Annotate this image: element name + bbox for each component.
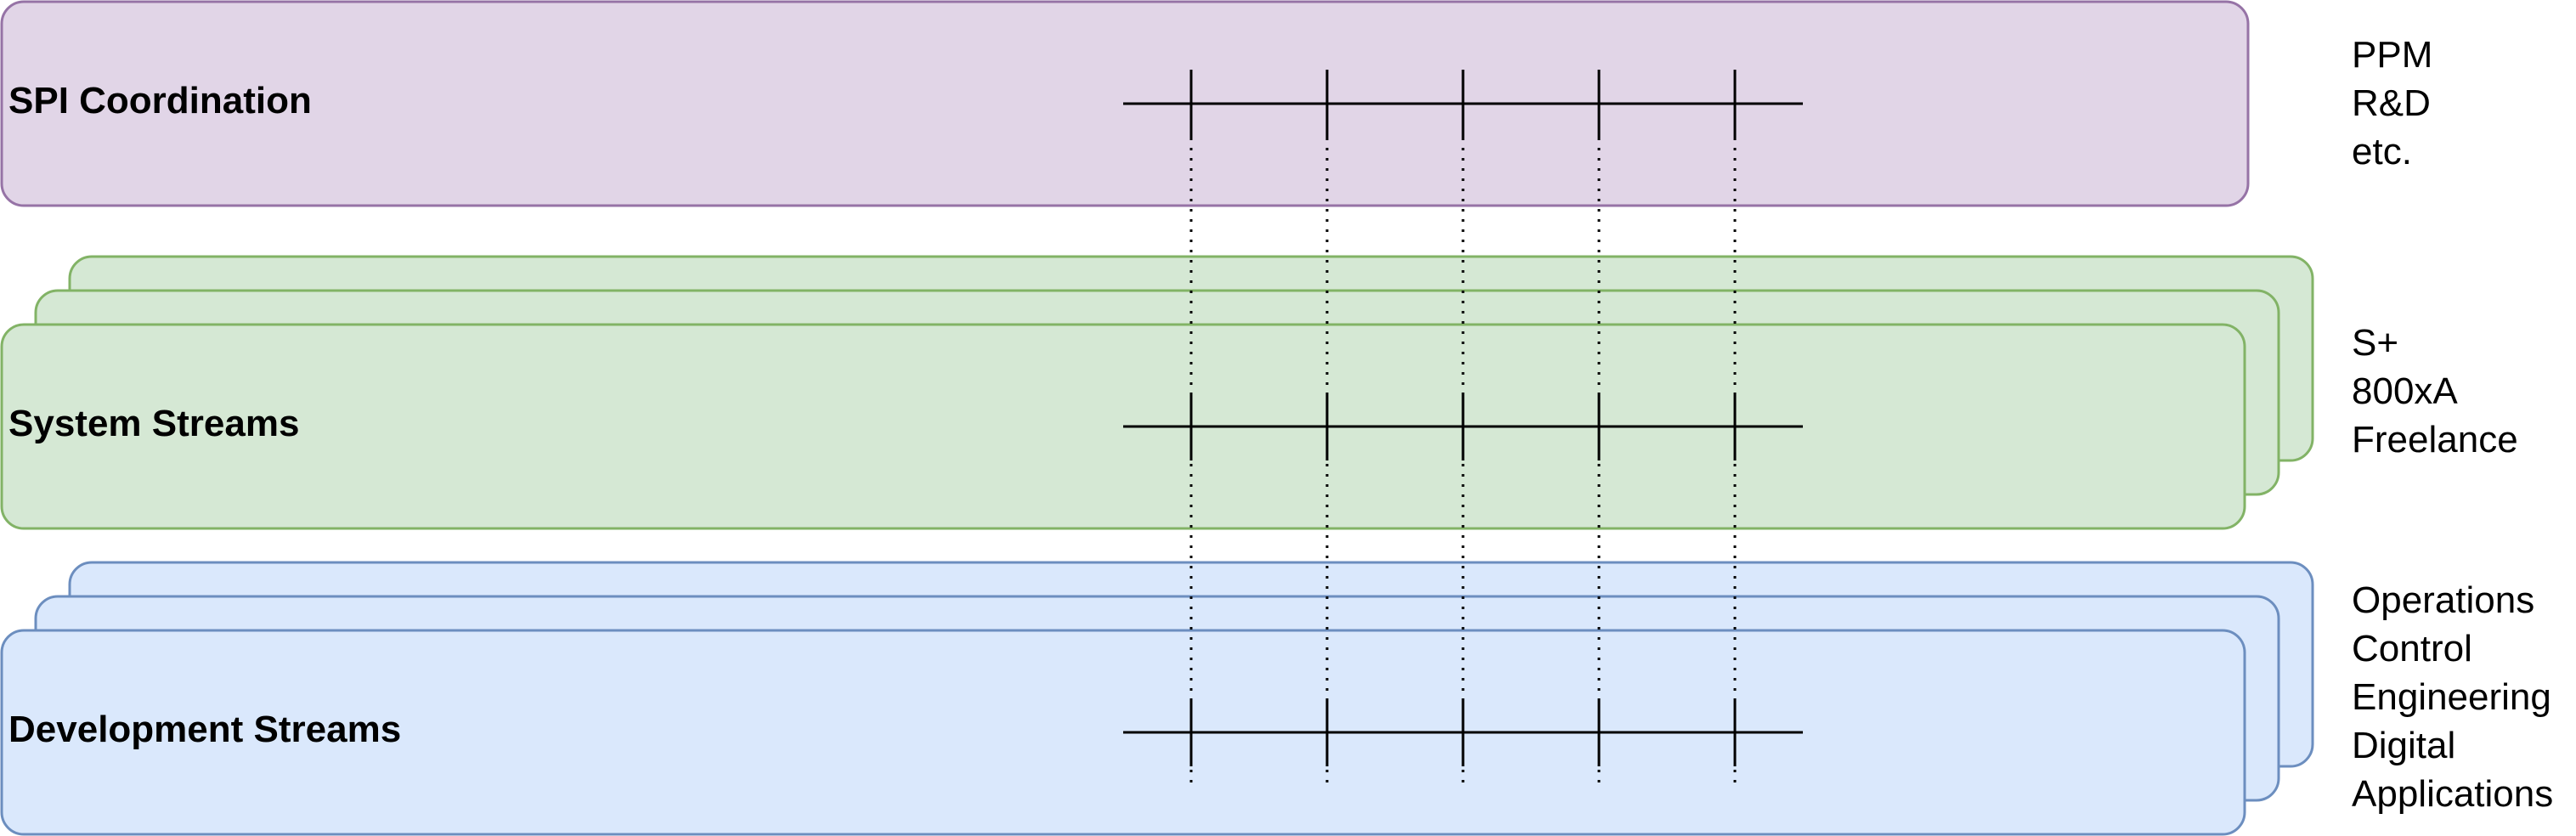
sync-timelines xyxy=(1123,70,1803,783)
system-side-line-3: Freelance xyxy=(2352,419,2518,460)
spi-side-line-3: etc. xyxy=(2352,131,2412,172)
development-side-line-4: Digital xyxy=(2352,725,2455,766)
system-side-text: S+ 800xA Freelance xyxy=(2352,322,2518,460)
spi-side-text: PPM R&D etc. xyxy=(2352,34,2432,172)
development-side-line-5: Applications xyxy=(2352,773,2553,815)
development-streams-label: Development Streams xyxy=(8,709,401,750)
system-side-line-1: S+ xyxy=(2352,322,2398,364)
spi-coordination-label: SPI Coordination xyxy=(8,80,312,121)
system-streams-layer: System Streams xyxy=(0,255,2314,530)
development-side-line-1: Operations xyxy=(2352,579,2534,621)
spi-side-line-1: PPM xyxy=(2352,34,2432,76)
spi-side-line-2: R&D xyxy=(2352,82,2431,124)
development-side-text: Operations Control Engineering Digital A… xyxy=(2352,579,2553,815)
system-streams-label: System Streams xyxy=(8,403,299,444)
system-side-line-2: 800xA xyxy=(2352,370,2458,412)
development-side-line-3: Engineering xyxy=(2352,676,2551,718)
development-side-line-2: Control xyxy=(2352,628,2472,669)
development-streams-layer: Development Streams xyxy=(0,561,2314,836)
